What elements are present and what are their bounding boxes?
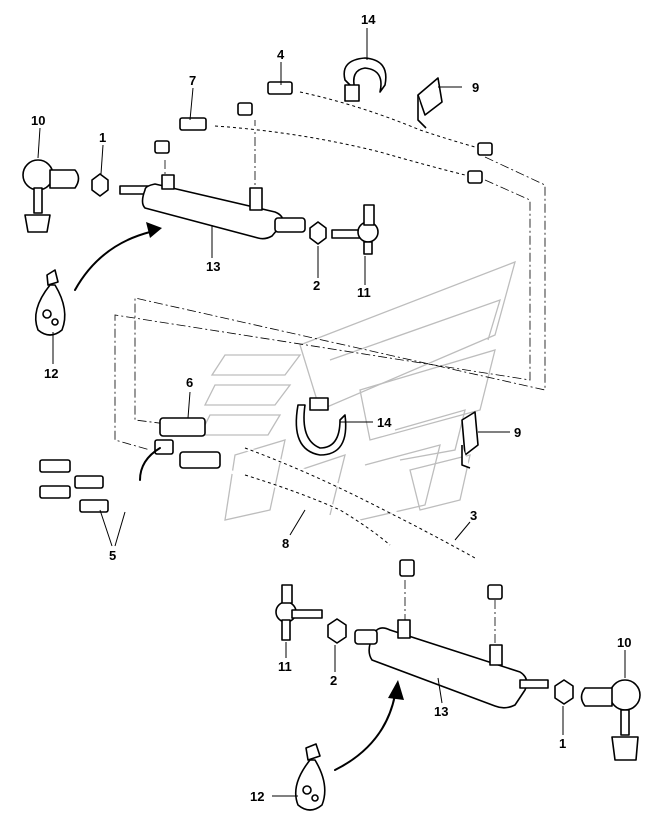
arrow-top bbox=[74, 231, 151, 291]
guide-lines bbox=[114, 120, 546, 645]
nut-2-top bbox=[309, 221, 327, 245]
fitting-6 bbox=[154, 417, 221, 469]
callout-14-top: 14 bbox=[361, 12, 376, 27]
callout-5: 5 bbox=[109, 548, 116, 563]
callout-3: 3 bbox=[470, 508, 477, 523]
tie-rod-end-10-bottom bbox=[580, 679, 641, 761]
tie-rod-end-11-bottom bbox=[275, 584, 323, 641]
callout-9-mid: 9 bbox=[514, 425, 521, 440]
callout-1-top: 1 bbox=[99, 130, 106, 145]
bracket-9-mid bbox=[461, 411, 479, 469]
callout-12-top: 12 bbox=[44, 366, 58, 381]
tie-rod-end-11-top bbox=[331, 204, 379, 255]
hardware-bag-12-bottom bbox=[294, 743, 326, 811]
watermark-logo bbox=[198, 260, 516, 521]
hose-4 bbox=[237, 81, 493, 156]
callout-labels: 14 4 7 9 10 1 13 2 11 12 6 14 9 3 8 5 10… bbox=[31, 12, 631, 804]
hardware-bag-12-top bbox=[34, 269, 66, 336]
callout-10-top: 10 bbox=[31, 113, 45, 128]
clamp-14-top bbox=[343, 57, 387, 102]
callout-10-bottom: 10 bbox=[617, 635, 631, 650]
callout-4: 4 bbox=[277, 47, 285, 62]
tie-rod-end-10-top bbox=[22, 159, 80, 233]
callout-1-bottom: 1 bbox=[559, 736, 566, 751]
clamp-14-mid bbox=[295, 397, 347, 456]
callout-13-bottom: 13 bbox=[434, 704, 448, 719]
callout-9-top: 9 bbox=[472, 80, 479, 95]
nut-1-top bbox=[91, 173, 109, 197]
nut-2-bottom bbox=[327, 618, 347, 644]
callout-12-bottom: 12 bbox=[250, 789, 264, 804]
cylinder-13-bottom bbox=[354, 619, 549, 709]
callout-13-top: 13 bbox=[206, 259, 220, 274]
arrowhead-top bbox=[146, 222, 162, 238]
arrowhead-bottom bbox=[388, 680, 404, 700]
leader-lines bbox=[37, 28, 626, 797]
hoses-5 bbox=[38, 447, 208, 537]
hose-8 bbox=[223, 468, 407, 562]
callout-2-top: 2 bbox=[313, 278, 320, 293]
bracket-9-top bbox=[417, 77, 443, 129]
hose-7 bbox=[154, 117, 483, 184]
callout-14-mid: 14 bbox=[377, 415, 392, 430]
cylinder-13-top bbox=[119, 174, 306, 240]
callout-2-bottom: 2 bbox=[330, 673, 337, 688]
callout-6: 6 bbox=[186, 375, 193, 390]
callout-11-bottom: 11 bbox=[278, 659, 292, 674]
callout-7: 7 bbox=[189, 73, 196, 88]
arrow-bottom bbox=[334, 694, 396, 771]
hose-3 bbox=[223, 440, 503, 600]
callout-11-top: 11 bbox=[357, 285, 371, 300]
callout-8: 8 bbox=[282, 536, 289, 551]
nut-1-bottom bbox=[554, 679, 574, 705]
